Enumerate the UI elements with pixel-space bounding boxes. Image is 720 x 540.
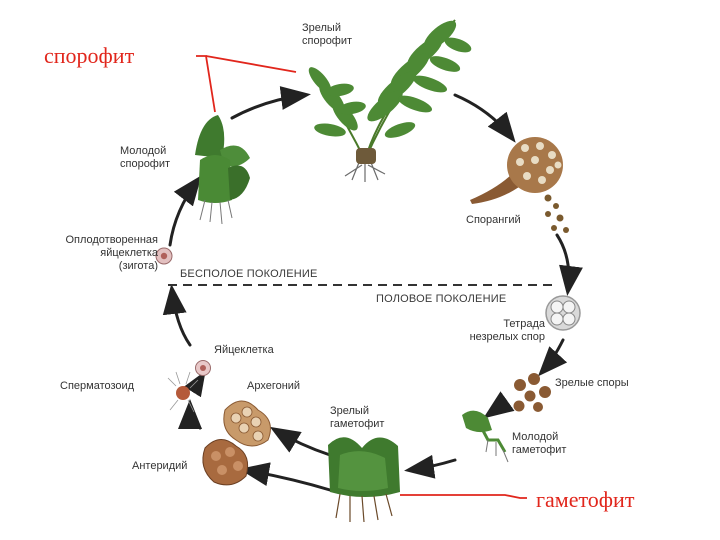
label-sexual-generation: ПОЛОВОЕ ПОКОЛЕНИЕ (376, 293, 506, 306)
label-fertilized-egg: Оплодотворенная яйцеклетка (зигота) (40, 234, 158, 273)
label-tetrad: Тетрада незрелых спор (440, 318, 545, 344)
arrow-young-to-mature (232, 95, 305, 118)
label-mature-sporophyte: Зрелый спорофит (302, 22, 352, 48)
label-mature-gametophyte: Зрелый гаметофит (330, 405, 384, 431)
mature-spores (514, 373, 552, 412)
label-egg-cell: Яйцеклетка (214, 344, 274, 357)
label-antheridium: Антеридий (132, 460, 187, 473)
label-sporangium: Спорангий (466, 214, 521, 227)
sporophyte-callout-line (196, 56, 215, 112)
arrow-egg-to-zygote (172, 290, 190, 345)
arrow-gametophyte-to-antheridium (245, 470, 330, 490)
arrow-antheridium-to-spermatozoid (190, 405, 200, 428)
young-sporophyte (195, 115, 250, 224)
arrow-spores-to-young-gametophyte (488, 400, 505, 415)
label-mature-spores: Зрелые споры (555, 377, 629, 390)
archegonium (224, 401, 271, 446)
young-gametophyte (462, 411, 508, 462)
label-young-sporophyte: Молодой спорофит (120, 145, 170, 171)
gametophyte-callout-line (400, 495, 527, 498)
callout-gametophyte: гаметофит (536, 488, 634, 512)
zygote (156, 248, 172, 264)
arrow-mature-to-sporangium (455, 95, 512, 138)
arrow-gametophyte-to-archegonium (275, 430, 330, 455)
arrow-zygote-to-young-sporophyte (170, 180, 198, 245)
egg-cell (196, 361, 211, 376)
antheridium (203, 439, 248, 484)
arrow-sporangium-to-tetrad (557, 235, 569, 290)
label-spermatozoid: Сперматозоид (60, 380, 134, 393)
spermatozoid (168, 372, 198, 412)
label-archegonium: Архегоний (247, 380, 300, 393)
arrow-tetrad-to-spores (542, 340, 563, 372)
callout-sporophyte: спорофит (44, 44, 134, 68)
arrow-sperm-to-egg (198, 375, 203, 383)
arrow-young-to-mature-gametophyte (410, 460, 455, 470)
tetrad-of-spores (546, 296, 580, 330)
label-young-gametophyte: Молодой гаметофит (512, 431, 566, 457)
mature-gametophyte (328, 437, 400, 522)
label-asexual-generation: БЕСПОЛОЕ ПОКОЛЕНИЕ (180, 268, 318, 281)
